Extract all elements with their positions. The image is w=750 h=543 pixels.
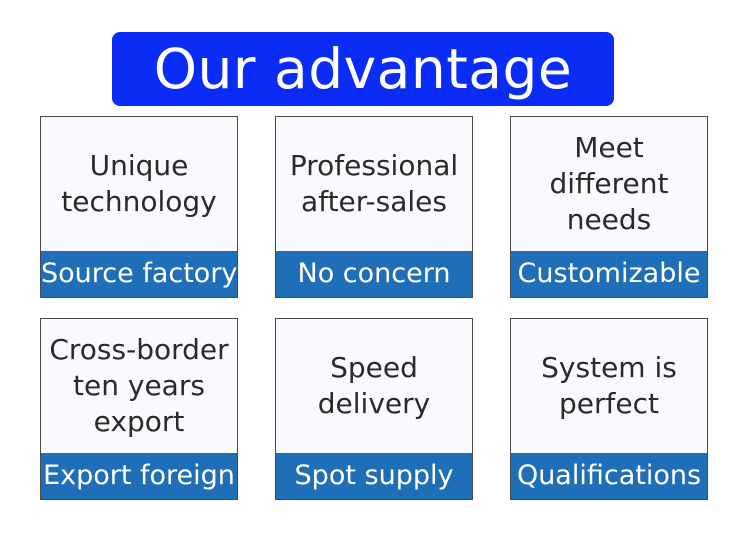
card-description: System is perfect <box>541 351 677 420</box>
card-label-bar: Qualifications <box>511 453 707 499</box>
advantage-card-system-perfect: System is perfect Qualifications <box>510 318 708 500</box>
card-description: Cross-border ten years export <box>49 333 229 438</box>
card-label-bar: No concern <box>276 251 472 297</box>
card-description: Unique technology <box>61 149 217 218</box>
advantage-card-cross-border-export: Cross-border ten years export Export for… <box>40 318 238 500</box>
advantage-card-unique-technology: Unique technology Source factory <box>40 116 238 298</box>
card-description: Speed delivery <box>317 351 431 420</box>
card-label-bar: Export foreign <box>41 453 237 499</box>
advantage-card-meet-different-needs: Meet different needs Customizable <box>510 116 708 298</box>
card-description: Meet different needs <box>549 131 669 236</box>
page-title: Our advantage <box>112 32 614 106</box>
advantage-card-speed-delivery: Speed delivery Spot supply <box>275 318 473 500</box>
card-label-bar: Source factory <box>41 251 237 297</box>
card-label-bar: Customizable <box>511 251 707 297</box>
advantage-card-professional-after-sales: Professional after-sales No concern <box>275 116 473 298</box>
card-label-bar: Spot supply <box>276 453 472 499</box>
card-description: Professional after-sales <box>289 149 459 218</box>
